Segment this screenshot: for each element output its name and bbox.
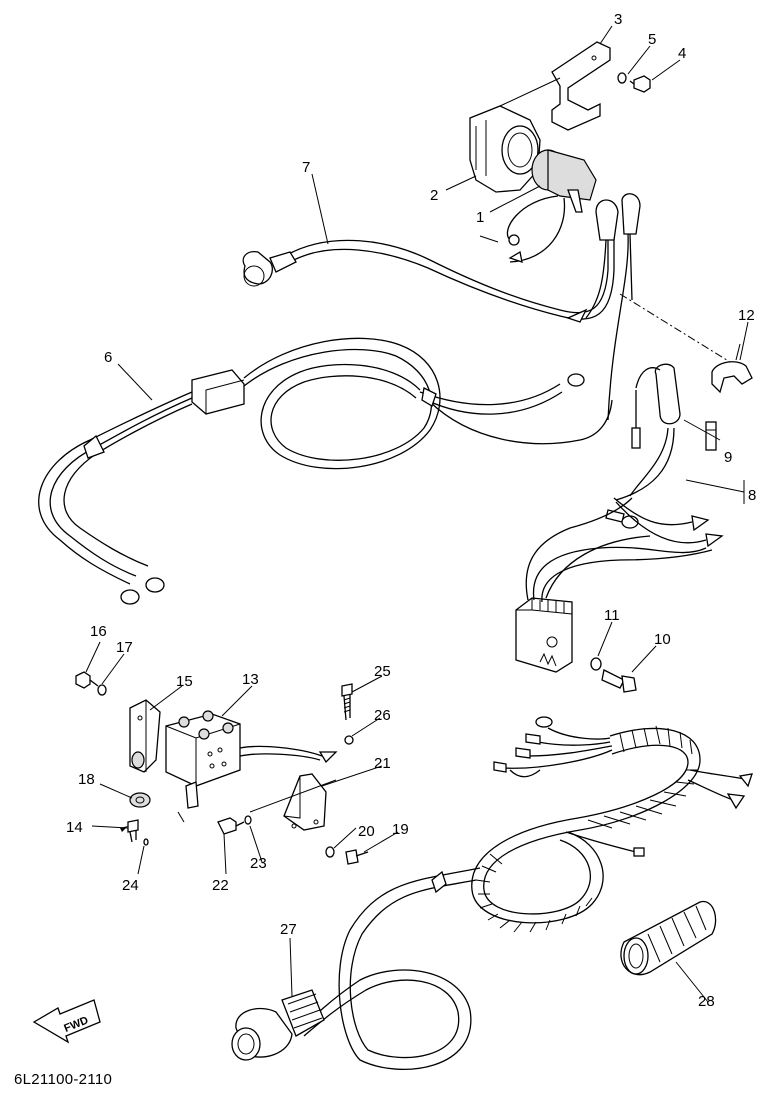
- leader-lines: [85, 25, 749, 1003]
- part-2-holder: [469, 105, 541, 193]
- part-24-washer: [143, 838, 149, 846]
- callout-23: 23: [250, 855, 267, 872]
- part-6-cable: [38, 337, 613, 605]
- callout-17: 17: [116, 639, 133, 656]
- part-11-washer: [590, 657, 602, 671]
- rectifier-regulator: [515, 497, 713, 673]
- callout-20: 20: [358, 823, 375, 840]
- callout-9: 9: [724, 449, 732, 466]
- part-27-harness: [231, 716, 753, 1070]
- callout-8: 8: [748, 487, 756, 504]
- part-4-screw: [629, 75, 651, 93]
- part-19-bolt: [345, 849, 369, 865]
- part-7-cable: [242, 193, 641, 421]
- callout-18: 18: [78, 771, 95, 788]
- callout-13: 13: [242, 671, 259, 688]
- callout-6: 6: [104, 349, 112, 366]
- part-23-washer: [244, 815, 252, 825]
- part-22-screw: [217, 817, 245, 835]
- callout-10: 10: [654, 631, 671, 648]
- part-25-screw: [341, 683, 353, 721]
- part-18-grommet: [129, 792, 151, 808]
- callout-2: 2: [430, 187, 438, 204]
- part-5-washer: [617, 72, 627, 84]
- callout-19: 19: [392, 821, 409, 838]
- part-1-relay: [506, 149, 597, 263]
- callout-21: 21: [374, 755, 391, 772]
- fwd-arrow: FWD: [32, 999, 101, 1044]
- callout-3: 3: [614, 11, 622, 28]
- part-17-washer: [97, 684, 107, 696]
- callout-26: 26: [374, 707, 391, 724]
- part-15-bracket: [129, 699, 161, 773]
- callout-28: 28: [698, 993, 715, 1010]
- callout-12: 12: [738, 307, 755, 324]
- callout-5: 5: [648, 31, 656, 48]
- callout-15: 15: [176, 673, 193, 690]
- callout-1: 1: [476, 209, 484, 226]
- callout-25: 25: [374, 663, 391, 680]
- callout-24: 24: [122, 877, 139, 894]
- callout-16: 16: [90, 623, 107, 640]
- part-14-screw: [127, 819, 139, 843]
- callout-numbers: 3 5 4 2 1 7 6 12 9 8 11 10 16 17 15 13 2…: [66, 11, 756, 1010]
- part-10-bolt: [601, 669, 637, 693]
- callout-14: 14: [66, 819, 83, 836]
- part-12-clip: [711, 343, 753, 394]
- part-9-fuse: [683, 419, 721, 451]
- part-16-screw: [75, 671, 99, 689]
- part-26-washer: [344, 735, 354, 745]
- callout-22: 22: [212, 877, 229, 894]
- part-21-bracket: [283, 773, 327, 831]
- part-28-cover: [620, 901, 717, 976]
- part-13-relay: [165, 710, 338, 823]
- callout-27: 27: [280, 921, 297, 938]
- callout-7: 7: [302, 159, 310, 176]
- callout-4: 4: [678, 45, 686, 62]
- drawing-code: 6L21100-2110: [14, 1071, 112, 1088]
- part-3-bracket: [551, 41, 611, 131]
- part-20-washer: [325, 846, 335, 858]
- callout-11: 11: [604, 607, 620, 624]
